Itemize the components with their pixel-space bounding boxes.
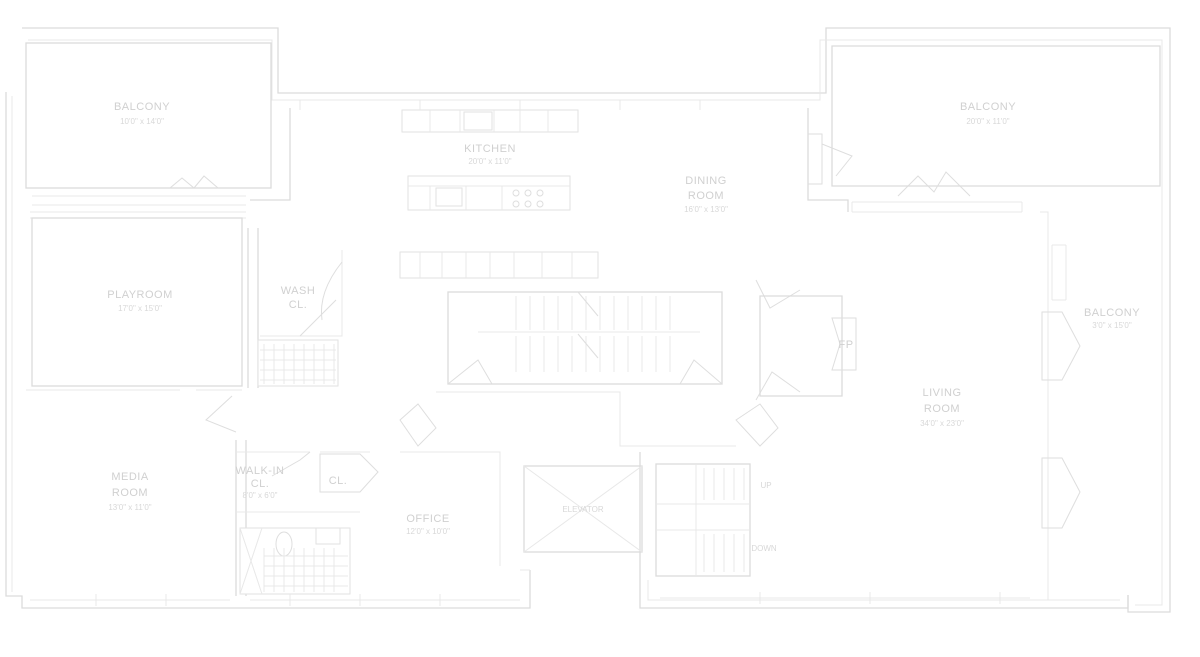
living-name-1: LIVING xyxy=(922,387,961,399)
main-stair xyxy=(447,291,723,385)
service-stair xyxy=(655,463,751,577)
stair-up-label: UP xyxy=(760,481,771,490)
balcony-left xyxy=(25,42,272,206)
wash-closet-name-1: WASH xyxy=(281,285,316,297)
stair-down-label: DOWN xyxy=(751,544,777,553)
dining-name-1: DINING xyxy=(685,175,727,187)
balcony-right xyxy=(831,45,1161,213)
door-swings xyxy=(205,133,1081,529)
elevator-name: ELEVATOR xyxy=(562,505,604,514)
dining-name-2: ROOM xyxy=(688,190,724,202)
walk-in-closet-name-1: WALK-IN xyxy=(236,465,285,477)
office-name: OFFICE xyxy=(406,513,449,525)
kitchen-dims: 20'0" x 11'0" xyxy=(468,157,511,166)
walk-in-closet-dims: 8'0" x 6'0" xyxy=(243,491,278,500)
media-dims: 13'0" x 11'0" xyxy=(108,503,151,512)
balcony-right-name: BALCONY xyxy=(960,101,1016,113)
playroom-dims: 17'0" x 15'0" xyxy=(118,304,162,313)
media-name-1: MEDIA xyxy=(111,471,149,483)
walk-in-closet-name-2: CL. xyxy=(251,478,270,490)
balcony-right-dims: 20'0" x 11'0" xyxy=(966,117,1009,126)
office-dims: 12'0" x 10'0" xyxy=(406,527,450,536)
kitchen-fixtures xyxy=(399,109,599,279)
foyer xyxy=(399,391,779,447)
exterior-walls xyxy=(5,27,1171,613)
bath-fixtures xyxy=(239,339,351,595)
wash-closet-name-2: CL. xyxy=(289,299,308,311)
media-name-2: ROOM xyxy=(112,487,148,499)
balcony-left-name: BALCONY xyxy=(114,101,170,113)
fireplace-name: FP xyxy=(838,339,853,351)
living-dims: 34'0" x 23'0" xyxy=(920,419,964,428)
fireplace xyxy=(759,295,857,397)
playroom-name: PLAYROOM xyxy=(107,289,173,301)
dining-dims: 16'0" x 13'0" xyxy=(684,205,728,214)
closet-name: CL. xyxy=(329,475,348,487)
balcony-left-dims: 10'0" x 14'0" xyxy=(120,117,164,126)
elevator xyxy=(523,465,643,553)
kitchen-name: KITCHEN xyxy=(464,143,516,155)
balcony-east-dims: 3'0" x 15'0" xyxy=(1092,321,1132,330)
living-name-2: ROOM xyxy=(924,403,960,415)
room-labels: BALCONY 10'0" x 14'0" KITCHEN 20'0" x 11… xyxy=(107,101,1140,553)
interior-walls xyxy=(26,108,1067,600)
windows xyxy=(30,100,1030,606)
balcony-east-name: BALCONY xyxy=(1084,307,1140,319)
